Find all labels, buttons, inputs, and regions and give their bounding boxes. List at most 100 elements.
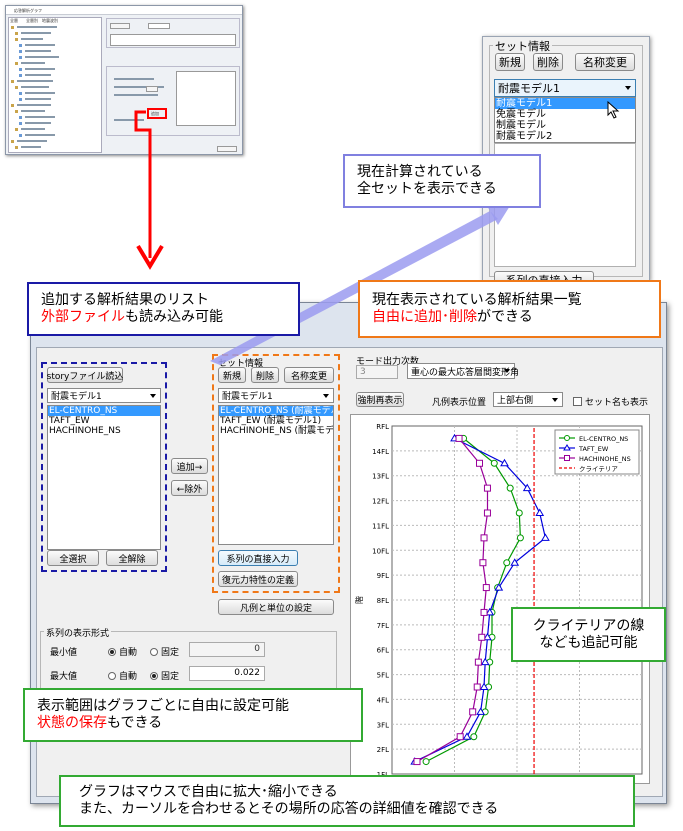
zoom-new-button[interactable]: 新規 [495,53,525,71]
thumbnail-tab-2[interactable]: 全層別 [26,18,38,23]
y-tick-label: 8FL [377,597,389,605]
series-point [510,558,520,566]
y-tick-label: 6FL [377,647,389,655]
direct-input-button[interactable]: 系列の直接入力 [218,550,298,566]
min-value-input[interactable]: 0 [189,642,265,657]
min-fixed-radio-dot[interactable] [150,648,158,656]
mode-order-label: モード出力次数 [356,357,420,367]
series-point [478,633,486,641]
series-point [455,434,463,442]
legend-label: EL-CENTRO_NS [579,435,628,443]
zoom-dropdown-list[interactable]: 耐震モデル1 免震モデル 制震モデル 耐震モデル2 [494,97,636,143]
max-value-input[interactable]: 0.022 [189,666,265,681]
set-result-list[interactable]: EL-CENTRO_NS (耐震モデル1) TAFT_EW (耐震モデル1) H… [218,405,334,545]
series-point [476,707,486,715]
remove-from-set-button[interactable]: ←除外 [171,480,208,496]
set-new-button[interactable]: 新規 [218,367,246,383]
max-auto-radio[interactable]: 自動 [108,669,137,682]
set-list-item-2[interactable]: TAFT_EW (耐震モデル1) [220,416,322,426]
max-fixed-label: 固定 [161,672,180,682]
min-auto-radio-dot[interactable] [108,648,116,656]
thumbnail-tab-3[interactable]: 地震波別 [42,18,58,23]
series-point [500,458,509,467]
callout-list-rest: も読み込み可能 [125,309,223,325]
zoom-rename-button[interactable]: 名称変更 [575,53,635,71]
max-auto-label: 自動 [119,672,138,682]
zoom-option-2[interactable]: 免震モデル [496,109,546,120]
max-fixed-radio[interactable]: 固定 [150,669,179,682]
series-point [480,657,490,666]
series-line-2 [416,438,489,763]
callout-range-line1: 表示範囲はグラフごとに自由に設定可能 [37,698,289,714]
left-list-item-3[interactable]: HACHINOHE_NS [49,426,121,436]
thumbnail-window: 応答解析グラフ 全層 全層別 地震波別 [5,5,243,155]
zoom-model-dropdown[interactable]: 耐震モデル1 [494,79,636,97]
set-delete-button[interactable]: 削除 [251,367,279,383]
zoom-direct-input-button[interactable]: 系列の直接入力 [494,271,594,280]
y-tick-label: 3FL [377,721,389,729]
left-model-select[interactable]: 耐震モデル1 [47,388,161,403]
legend-label: クライテリア [579,465,618,473]
restore-def-button[interactable]: 復元力特性の定義 [218,571,298,587]
legend-units-button[interactable]: 凡例と単位の設定 [218,599,334,615]
legend-position-selected: 上部右側 [497,396,534,406]
callout-all-sets-line2: 全セットを表示できる [357,181,497,197]
series-point [462,732,472,740]
series-point [494,583,504,591]
thumbnail-add-button[interactable]: 追加 [151,111,159,116]
zoom-option-4[interactable]: 耐震モデル2 [496,131,553,142]
series-point [422,758,430,766]
zoom-option-1[interactable]: 耐震モデル1 [495,98,635,109]
series-point [469,708,477,716]
callout-display-range: 表示範囲はグラフごとに自由に設定可能 状態の保存もできる [23,688,363,742]
callout-criteria: クライテリアの線 なども追記可能 [511,607,666,662]
cursor-arrow-icon [607,101,620,119]
chart-type-select[interactable]: 重心の最大応答層間変形角 [407,363,519,379]
callout-criteria-line2: なども追記可能 [539,634,638,651]
callout-list-red: 外部ファイル [41,309,125,325]
callout-shown-red: 自由に追加･削除 [372,309,477,325]
add-to-set-button[interactable]: 追加→ [171,458,208,474]
zoom-option-3[interactable]: 制震モデル [496,120,546,131]
series-point [413,758,421,766]
left-analysis-list[interactable]: EL-CENTRO_NS TAFT_EW HACHINOHE_NS [47,405,161,550]
legend-position-select[interactable]: 上部右側 [493,392,563,407]
min-auto-label: 自動 [119,648,138,658]
y-tick-label: 7FL [377,622,389,630]
force-redraw-button[interactable]: 強制再表示 [356,392,404,407]
min-fixed-radio[interactable]: 固定 [150,645,179,658]
left-list-item-2[interactable]: TAFT_EW [49,416,90,426]
set-name-checkbox[interactable]: セット名も表示 [573,395,648,408]
set-name-checkbox-box[interactable] [573,397,582,406]
select-all-button[interactable]: 全選択 [47,550,99,566]
set-rename-button[interactable]: 名称変更 [284,367,334,383]
drift-chart[interactable]: 1FL2FL3FL4FL5FL6FL7FL8FL9FL10FL11FL12FL1… [350,414,650,784]
min-auto-radio[interactable]: 自動 [108,645,137,658]
callout-criteria-line1: クライテリアの線 [532,617,645,634]
series-point [485,607,495,616]
callout-bottom-line1: グラフはマウスで自由に拡大･縮小できる [79,784,338,800]
series-point [515,509,523,517]
series-point [506,484,514,492]
callout-shown-results: 現在表示されている解析結果一覧 自由に追加･削除ができる [358,280,661,338]
callout-analysis-list: 追加する解析結果のリスト 外部ファイルも読み込み可能 [27,282,300,336]
set-list-item-1[interactable]: EL-CENTRO_NS (耐震モデル1) [219,406,333,416]
series-point [490,459,498,467]
zoom-delete-button[interactable]: 削除 [533,53,563,71]
left-list-item-1[interactable]: EL-CENTRO_NS [48,406,160,416]
red-down-arrow [134,110,164,270]
deselect-all-button[interactable]: 全解除 [106,550,158,566]
max-fixed-radio-dot[interactable] [150,672,158,680]
series-point [483,484,491,492]
legend-marker [564,455,570,461]
thumbnail-tab-1[interactable]: 全層 [10,18,18,23]
zoom-model-selected: 耐震モデル1 [498,82,560,95]
series-point [470,733,478,741]
story-file-load-button[interactable]: storyファイル読込 [47,367,123,383]
set-model-select[interactable]: 耐震モデル1 [218,388,334,403]
y-tick-label: 13FL [372,473,389,481]
callout-range-red: 状態の保存 [37,715,107,731]
max-auto-radio-dot[interactable] [108,672,116,680]
set-list-item-3[interactable]: HACHINOHE_NS (耐震モデル1) [220,426,334,436]
mode-order-input[interactable]: 3 [356,365,398,379]
